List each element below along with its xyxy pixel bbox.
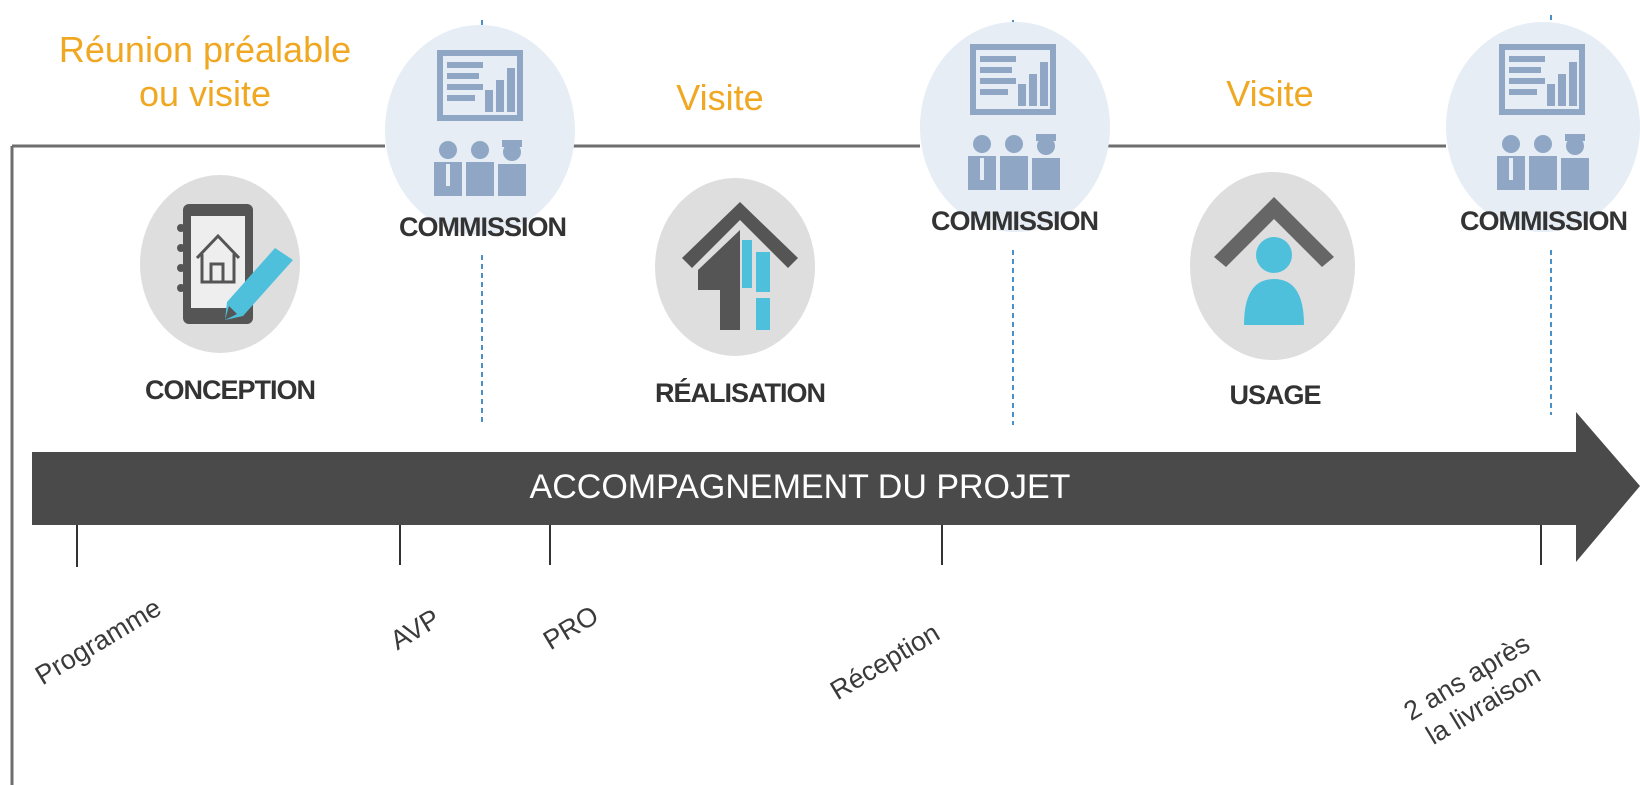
report-chart-icon [1497,42,1587,117]
tablet-drawing-icon [175,198,300,333]
visit-label: Visite [1226,73,1314,114]
report-chart-icon [968,42,1058,117]
commission-label: COMMISSION [1460,206,1628,236]
prep-meeting-line1: Réunion préalable [58,29,352,70]
people-group-icon [964,132,1064,192]
arrow-label: ACCOMPAGNEMENT DU PROJET [529,468,1071,506]
phase-label: RÉALISATION [655,378,826,408]
phase-label: CONCEPTION [144,375,316,405]
house-person-icon [1212,195,1337,335]
people-group-icon [1493,132,1593,192]
commission-label: COMMISSION [930,206,1099,236]
prep-meeting-label: Réunion préalable ou visite [40,28,370,116]
report-chart-icon [435,48,525,123]
building-construction-icon [680,200,800,335]
visit-label: Visite [676,77,764,118]
project-arrow [32,412,1640,562]
commission-label: COMMISSION [398,212,567,242]
people-group-icon [430,138,530,198]
prep-meeting-line2: ou visite [138,73,272,114]
phase-label: USAGE [1229,380,1321,410]
